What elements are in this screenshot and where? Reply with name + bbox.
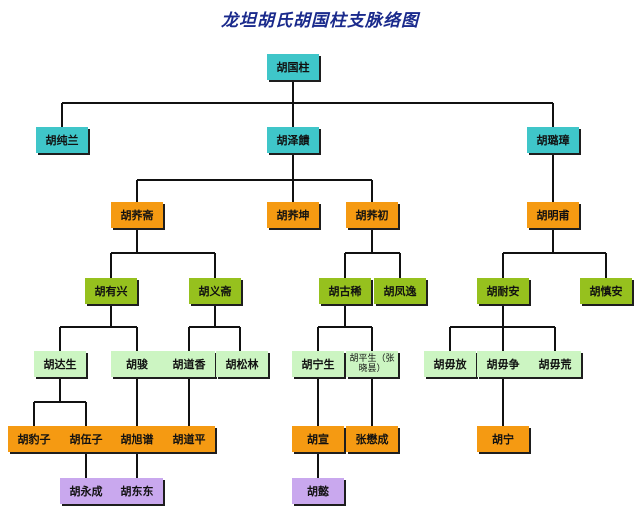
node-hu-dasheng: 胡达生: [34, 351, 86, 377]
node-hu-ning: 胡宁: [477, 426, 529, 452]
node-hu-zhenan: 胡慎安: [580, 278, 632, 304]
node-hu-yongcheng: 胡永成: [60, 478, 112, 504]
node-hu-songlin: 胡松林: [216, 351, 268, 377]
node-hu-zeqian: 胡泽饋: [267, 127, 319, 153]
node-hu-daoxiang: 胡道香: [163, 351, 215, 377]
node-zhang-maocheng: 张懋成: [346, 426, 398, 452]
node-hu-dongdong: 胡东东: [111, 478, 163, 504]
node-hu-fengyi: 胡凤逸: [374, 278, 426, 304]
node-hu-jingzhai: 胡荞斋: [111, 202, 163, 228]
node-hu-chunlan: 胡纯兰: [36, 127, 88, 153]
node-hu-xuan: 胡宣: [292, 426, 344, 452]
node-hu-pingsheng: 胡平生（张晓昙）: [346, 351, 398, 377]
node-hu-jun: 胡骏: [111, 351, 163, 377]
node-hu-ningsheng: 胡宁生: [292, 351, 344, 377]
node-hu-lianzhang: 胡璐璋: [527, 127, 579, 153]
node-hu-daoping: 胡道平: [163, 426, 215, 452]
node-hu-baozi: 胡豹子: [8, 426, 60, 452]
node-hu-wuhuang: 胡毋荒: [529, 351, 581, 377]
node-hu-mingfu: 胡明甫: [527, 202, 579, 228]
node-hu-guxi: 胡古稀: [319, 278, 371, 304]
node-hu-xuzhe: 胡旭谱: [111, 426, 163, 452]
node-hu-wuzheng: 胡毋争: [477, 351, 529, 377]
node-hu-jingkun: 胡荞坤: [267, 202, 319, 228]
node-hu-yi: 胡懿: [292, 478, 344, 504]
node-hu-guozhu: 胡国柱: [267, 54, 319, 80]
node-hu-naian: 胡耐安: [477, 278, 529, 304]
node-hu-jingchu: 胡荞初: [346, 202, 398, 228]
node-hu-wuzi: 胡伍子: [60, 426, 112, 452]
chart-title: 龙坦胡氏胡国柱支脉络图: [221, 11, 419, 31]
node-hu-youxing: 胡有兴: [85, 278, 137, 304]
node-hu-yizhai: 胡义斋: [189, 278, 241, 304]
node-hu-wufang: 胡毋放: [424, 351, 476, 377]
